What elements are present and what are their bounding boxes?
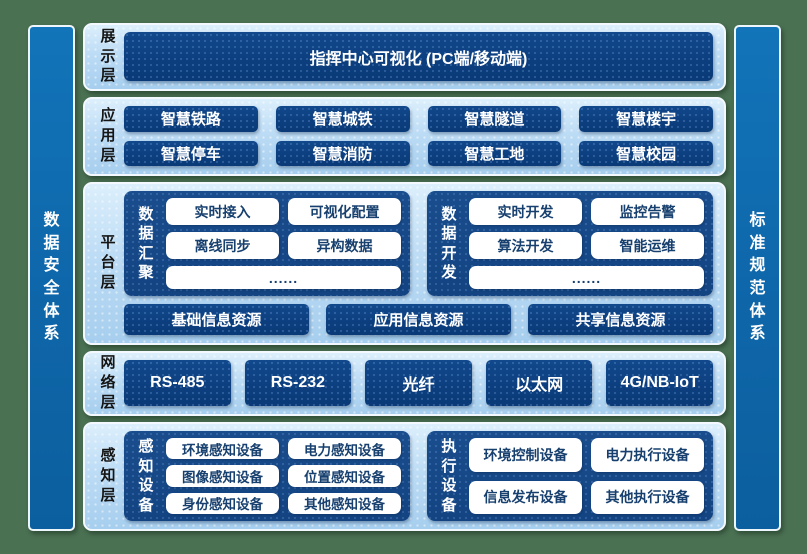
data-aggregation-group: 数 据 汇 聚 实时接入 可视化配置 离线同步 异构数据 ...... [124,191,410,296]
app-box: 智慧隧道 [427,106,562,132]
display-layer-label: 展 示 层 [100,27,116,85]
sensing-devices-grid: 环境感知设备 电力感知设备 图像感知设备 位置感知设备 身份感知设备 其他感知设… [166,438,401,514]
device-box: 环境控制设备 [469,438,582,472]
data-aggregation-grid: 实时接入 可视化配置 离线同步 异构数据 ...... [166,198,401,289]
resource-box: 共享信息资源 [528,304,713,335]
network-box: 以太网 [485,360,593,406]
sensing-devices-group: 感 知 设 备 环境感知设备 电力感知设备 图像感知设备 位置感知设备 身份感知… [124,431,410,521]
platform-box: 实时开发 [469,198,582,225]
execution-devices-label: 执 行 设 备 [441,438,457,514]
information-resources-row: 基础信息资源 应用信息资源 共享信息资源 [124,304,713,335]
app-box: 智慧消防 [275,140,410,166]
network-box: 4G/NB-IoT [606,360,713,406]
platform-box: 智能运维 [591,232,704,259]
platform-box: 算法开发 [469,232,582,259]
execution-devices-group: 执 行 设 备 环境控制设备 电力执行设备 信息发布设备 其他执行设备 [427,431,713,521]
platform-box: 实时接入 [166,198,279,225]
data-development-label: 数 据 开 发 [441,205,457,282]
network-grid: RS-485 RS-232 光纤 以太网 4G/NB-IoT [124,360,713,406]
sensing-devices-label: 感 知 设 备 [138,438,154,514]
application-layer-panel: 应 用 层 智慧铁路 智慧城铁 智慧隧道 智慧楼宇 智慧停车 智慧消防 智慧工地… [83,97,726,176]
platform-box: 可视化配置 [288,198,401,225]
data-aggregation-label: 数 据 汇 聚 [138,205,154,282]
application-grid: 智慧铁路 智慧城铁 智慧隧道 智慧楼宇 智慧停车 智慧消防 智慧工地 智慧校园 [124,106,713,166]
application-layer-label: 应 用 层 [100,107,116,164]
resource-box: 基础信息资源 [124,304,309,335]
app-box: 智慧城铁 [275,106,410,132]
device-box: 环境感知设备 [166,438,279,460]
platform-layer-label: 平 台 层 [100,234,116,291]
device-box: 电力感知设备 [288,438,401,460]
app-box: 智慧校园 [579,140,713,166]
data-development-group: 数 据 开 发 实时开发 监控告警 算法开发 智能运维 ...... [427,191,713,296]
resource-box: 应用信息资源 [326,304,511,335]
device-box: 信息发布设备 [469,480,582,514]
app-box: 智慧工地 [427,140,562,166]
standards-sidebar: 标 准 规 范 体 系 [734,25,781,531]
platform-more-box: ...... [166,266,401,289]
device-box: 其他感知设备 [288,492,401,514]
app-box: 智慧铁路 [124,106,258,132]
display-layer-body: 指挥中心可视化 (PC端/移动端) [124,32,713,81]
platform-groups: 数 据 汇 聚 实时接入 可视化配置 离线同步 异构数据 ...... 数 据 … [124,191,713,296]
device-box: 身份感知设备 [166,492,279,514]
device-box: 电力执行设备 [591,438,704,472]
app-box: 智慧停车 [124,140,258,166]
platform-box: 离线同步 [166,232,279,259]
device-box: 其他执行设备 [591,480,704,514]
perception-layer-panel: 感 知 层 感 知 设 备 环境感知设备 电力感知设备 图像感知设备 位置感知设… [83,422,726,531]
data-development-grid: 实时开发 监控告警 算法开发 智能运维 ...... [469,198,704,289]
device-box: 图像感知设备 [166,465,279,487]
network-layer-body: RS-485 RS-232 光纤 以太网 4G/NB-IoT [124,360,713,406]
perception-layer-body: 感 知 设 备 环境感知设备 电力感知设备 图像感知设备 位置感知设备 身份感知… [124,431,713,521]
execution-devices-grid: 环境控制设备 电力执行设备 信息发布设备 其他执行设备 [469,438,704,514]
command-center-box: 指挥中心可视化 (PC端/移动端) [124,32,713,81]
display-layer-panel: 展 示 层 指挥中心可视化 (PC端/移动端) [83,23,726,91]
platform-more-box: ...... [469,266,704,289]
platform-box: 监控告警 [591,198,704,225]
platform-layer-body: 数 据 汇 聚 实时接入 可视化配置 离线同步 异构数据 ...... 数 据 … [124,191,713,335]
network-box: 光纤 [365,360,472,406]
platform-layer-panel: 平 台 层 数 据 汇 聚 实时接入 可视化配置 离线同步 异构数据 .....… [83,182,726,345]
perception-layer-label: 感 知 层 [100,447,116,504]
app-box: 智慧楼宇 [579,106,713,132]
device-box: 位置感知设备 [288,465,401,487]
network-layer-panel: 网 络 层 RS-485 RS-232 光纤 以太网 4G/NB-IoT [83,351,726,416]
layers-column: 展 示 层 指挥中心可视化 (PC端/移动端) 应 用 层 智慧铁路 智慧城铁 … [83,23,726,537]
data-security-sidebar: 数 据 安 全 体 系 [28,25,75,531]
network-box: RS-485 [124,360,231,406]
application-layer-body: 智慧铁路 智慧城铁 智慧隧道 智慧楼宇 智慧停车 智慧消防 智慧工地 智慧校园 [124,106,713,166]
network-box: RS-232 [244,360,352,406]
platform-box: 异构数据 [288,232,401,259]
network-layer-label: 网 络 层 [100,354,116,411]
